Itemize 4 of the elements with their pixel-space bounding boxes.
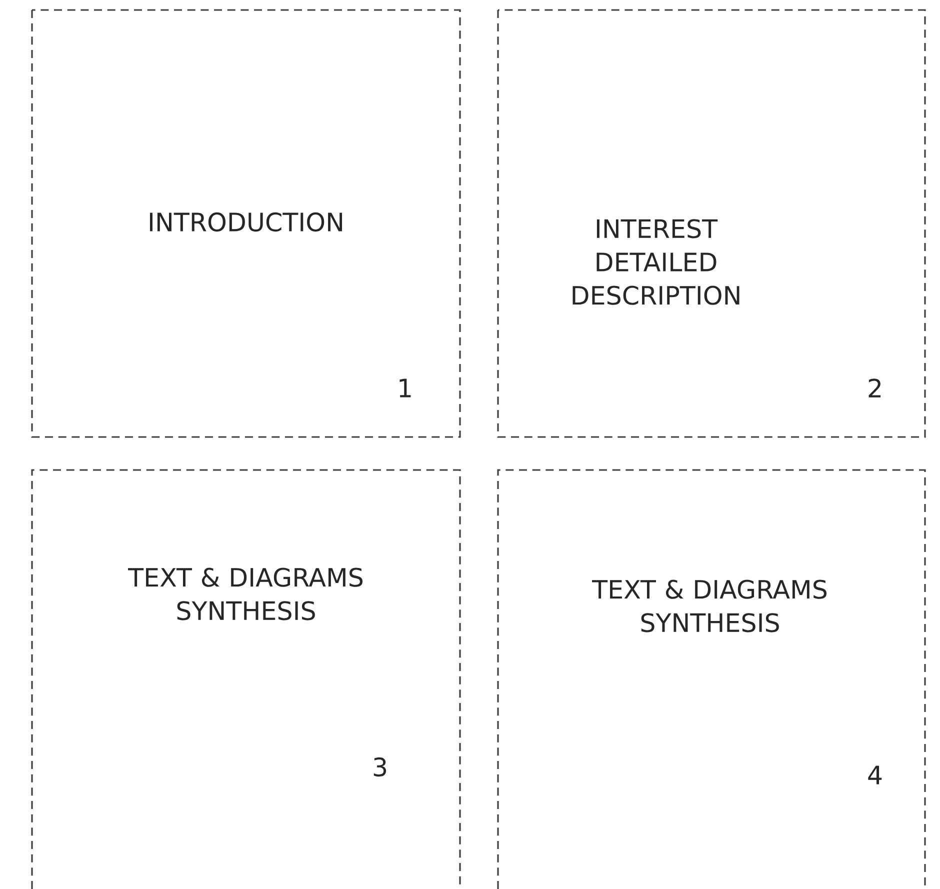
panel-box: INTEREST DETAILED DESCRIPTION 2: [497, 9, 926, 438]
panel-box: TEXT & DIAGRAMS SYNTHESIS 3: [31, 469, 461, 889]
panel-box: INTRODUCTION 1: [31, 9, 461, 438]
panel-box: TEXT & DIAGRAMS SYNTHESIS 4: [497, 469, 926, 889]
